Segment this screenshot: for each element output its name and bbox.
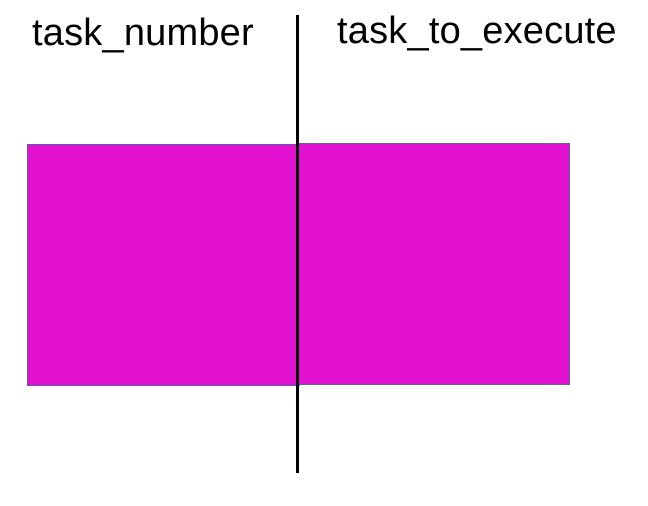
task-number-label: task_number — [32, 12, 254, 54]
task-number-block — [27, 144, 300, 386]
task-to-execute-block — [298, 143, 570, 385]
task-to-execute-label: task_to_execute — [337, 10, 617, 52]
column-divider-line — [296, 15, 299, 473]
